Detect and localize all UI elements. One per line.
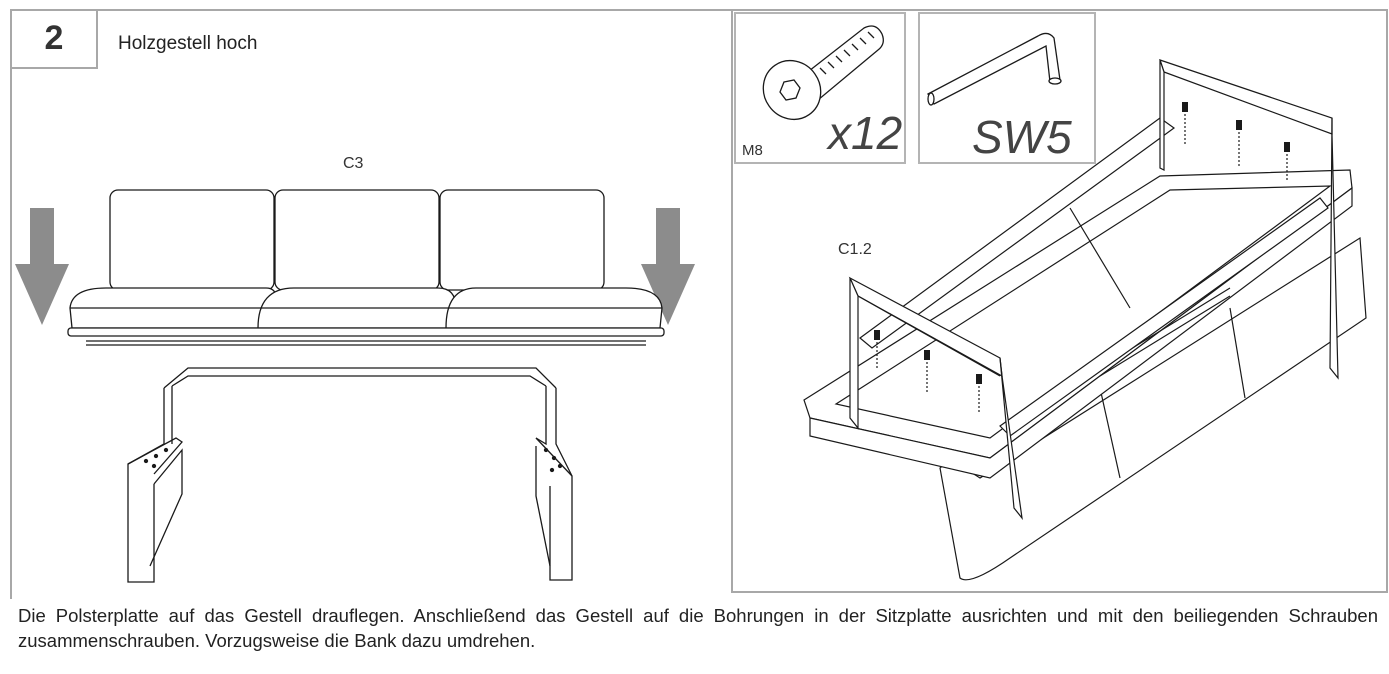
- screw-icon: [762, 25, 884, 121]
- bench-assembly-illustration: [803, 59, 1367, 581]
- instruction-description: Die Polsterplatte auf das Gestell draufl…: [18, 605, 1378, 651]
- wrench-size-label: SW5: [972, 111, 1072, 163]
- frame-left-border: [10, 9, 12, 599]
- hex-wrench-icon: [927, 32, 1062, 106]
- part-label-c3: C3: [343, 155, 364, 172]
- step-number: 2: [44, 18, 64, 57]
- screw-quantity-label: x12: [828, 107, 903, 159]
- step-title: Holzgestell hoch: [118, 33, 258, 54]
- step-number-box: 2: [10, 9, 98, 69]
- instruction-frame: [10, 9, 1388, 599]
- wood-frame-illustration: [127, 367, 573, 583]
- screw-size-label: M8: [742, 142, 763, 159]
- part-label-c1-2: C1.2: [838, 241, 872, 258]
- down-arrow-right-icon: [641, 208, 695, 325]
- bench-cushion-illustration: [67, 189, 665, 346]
- down-arrow-left-icon: [15, 208, 69, 325]
- detail-panel: [731, 9, 1388, 593]
